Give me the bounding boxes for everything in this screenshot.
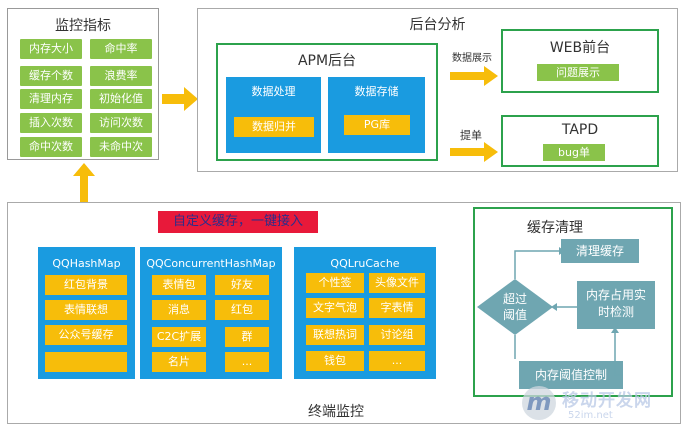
metric-item: 初始化值 bbox=[90, 89, 152, 109]
lru-item: 文字气泡 bbox=[306, 298, 364, 318]
concurrent-item: 好友 bbox=[215, 275, 269, 295]
threshold-label: 超过 阈值 bbox=[502, 292, 527, 322]
terminal-panel: 终端监控 自定义缓存，一键接入 QQHashMap 红包背景 表情联想 公众号缓… bbox=[7, 202, 681, 424]
terminal-title: 终端监控 bbox=[308, 404, 364, 420]
processing-box: 数据处理 数据归并 bbox=[226, 77, 321, 153]
concurrent-item: 红包 bbox=[215, 300, 269, 320]
metric-item: 内存大小 bbox=[20, 39, 82, 59]
lru-item: 讨论组 bbox=[369, 325, 425, 345]
web-arrow-label: 数据展示 bbox=[452, 53, 492, 64]
lru-item: 头像文件 bbox=[369, 273, 425, 293]
hashmap-item bbox=[45, 352, 127, 372]
metric-item: 未命中次 bbox=[90, 137, 152, 157]
hashmap-item: 公众号缓存 bbox=[45, 325, 127, 345]
tapd-box: TAPD bug单 bbox=[501, 115, 659, 167]
concurrent-title: QQConcurrentHashMap bbox=[146, 257, 276, 270]
lru-box: QQLruCache 个性签 头像文件 文字气泡 字表情 联想热词 讨论组 钱包… bbox=[294, 247, 436, 379]
apm-box: APM后台 数据处理 数据归并 数据存储 PG库 bbox=[216, 43, 438, 161]
monitor-title: 监控指标 bbox=[55, 18, 111, 34]
tapd-item: bug单 bbox=[543, 144, 605, 161]
hashmap-item: 红包背景 bbox=[45, 275, 127, 295]
metric-item: 命中次数 bbox=[20, 137, 82, 157]
processing-item: 数据归并 bbox=[234, 117, 314, 137]
threshold-diamond bbox=[477, 279, 553, 335]
lru-item: 联想热词 bbox=[306, 325, 364, 345]
banner: 自定义缓存，一键接入 bbox=[158, 211, 318, 233]
web-title: WEB前台 bbox=[549, 40, 611, 56]
hashmap-item: 表情联想 bbox=[45, 300, 127, 320]
concurrent-item: ... bbox=[225, 352, 269, 372]
hashmap-title: QQHashMap bbox=[52, 257, 121, 270]
processing-label: 数据处理 bbox=[251, 85, 296, 98]
arrow-right-icon bbox=[450, 142, 498, 162]
control-box: 内存阈值控制 bbox=[519, 361, 623, 389]
arrow-right-icon bbox=[450, 66, 498, 86]
detect-box: 内存占用实时检测 bbox=[577, 281, 655, 329]
metric-item: 插入次数 bbox=[20, 113, 82, 133]
storage-item: PG库 bbox=[344, 115, 410, 135]
watermark-url: 52im.net bbox=[568, 410, 613, 421]
arrow-right-icon bbox=[162, 87, 198, 111]
concurrent-item: 名片 bbox=[152, 352, 206, 372]
arrow-up-icon bbox=[73, 163, 95, 203]
web-item: 问题展示 bbox=[537, 64, 619, 81]
watermark-logo-icon: m bbox=[522, 386, 556, 420]
tapd-title: TAPD bbox=[561, 122, 599, 138]
lru-item: 字表情 bbox=[369, 298, 425, 318]
lru-title: QQLruCache bbox=[330, 257, 400, 270]
backend-title: 后台分析 bbox=[409, 17, 466, 33]
concurrent-item: 表情包 bbox=[152, 275, 206, 295]
clean-cache-box: 清理缓存 bbox=[561, 239, 639, 263]
watermark: m 移动开发网 52im.net bbox=[522, 384, 682, 428]
flow-connectors bbox=[514, 247, 623, 376]
metric-item: 清理内存 bbox=[20, 89, 82, 109]
metric-item: 浪费率 bbox=[90, 66, 152, 86]
backend-panel: 后台分析 APM后台 数据处理 数据归并 数据存储 PG库 数据展示 提单 WE… bbox=[197, 8, 678, 172]
metric-item: 缓存个数 bbox=[20, 66, 82, 86]
lru-item: 个性签 bbox=[306, 273, 364, 293]
lru-item: 钱包 bbox=[306, 351, 364, 371]
concurrent-box: QQConcurrentHashMap 表情包 好友 消息 红包 C2C扩展 群… bbox=[140, 247, 282, 379]
apm-title: APM后台 bbox=[297, 53, 357, 69]
storage-label: 数据存储 bbox=[354, 85, 399, 98]
hashmap-box: QQHashMap 红包背景 表情联想 公众号缓存 bbox=[38, 247, 135, 379]
monitor-panel: 监控指标 内存大小 命中率 缓存个数 浪费率 清理内存 初始化值 插入次数 访问… bbox=[7, 8, 159, 160]
metric-item: 访问次数 bbox=[90, 113, 152, 133]
cleanup-title: 缓存清理 bbox=[527, 220, 583, 236]
storage-box: 数据存储 PG库 bbox=[328, 77, 425, 153]
watermark-text: 移动开发网 bbox=[562, 391, 652, 411]
web-box: WEB前台 问题展示 bbox=[501, 29, 659, 93]
concurrent-item: C2C扩展 bbox=[152, 327, 206, 347]
cleanup-box: 缓存清理 清理缓存 内存占用实时检测 内存阈值控制 超过 阈值 bbox=[473, 207, 673, 397]
concurrent-item: 群 bbox=[225, 327, 269, 347]
lru-item: ... bbox=[369, 351, 425, 371]
metric-item: 命中率 bbox=[90, 39, 152, 59]
tapd-arrow-label: 提单 bbox=[460, 129, 482, 142]
concurrent-item: 消息 bbox=[152, 300, 206, 320]
